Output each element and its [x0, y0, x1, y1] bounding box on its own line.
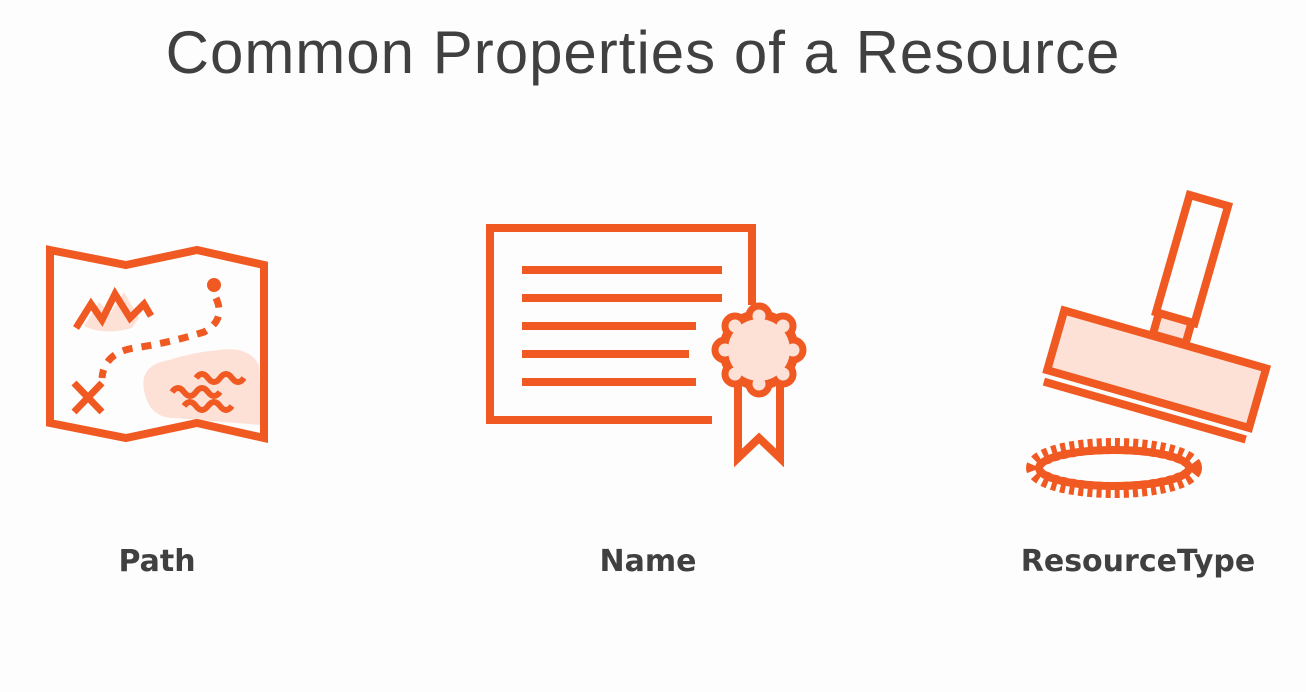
slide-title: Common Properties of a Resource: [165, 19, 1121, 86]
treasure-map-icon: [44, 240, 274, 450]
resourcetype-label: ResourceType: [1020, 544, 1256, 579]
path-label: Path: [118, 544, 196, 579]
certificate-icon: [484, 220, 814, 470]
name-label: Name: [599, 544, 697, 579]
rubber-stamp-icon: [1010, 190, 1272, 510]
